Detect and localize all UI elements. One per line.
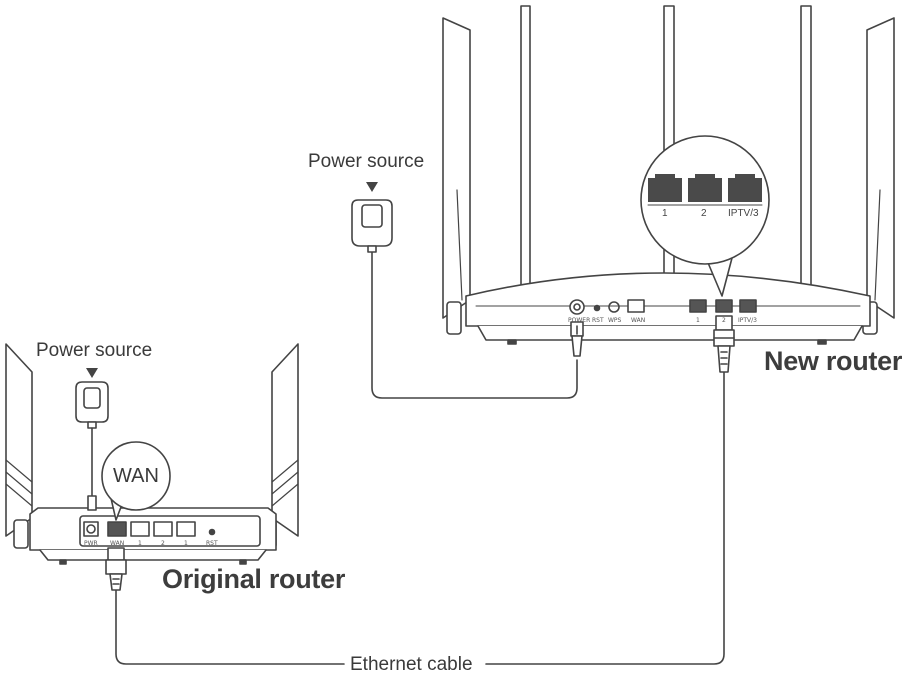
- svg-text:1: 1: [138, 540, 142, 547]
- new-router-panel-labels: POWER RST WPS WAN 1 2 IPTV/3: [568, 317, 757, 324]
- new-router-body: [465, 272, 871, 345]
- original-router-body: [29, 507, 277, 565]
- port-zoom-callout: [640, 135, 770, 297]
- wan-callout-label: WAN: [113, 465, 159, 487]
- svg-text:2: 2: [722, 317, 726, 324]
- wan-callout: [101, 441, 171, 521]
- svg-text:WAN: WAN: [110, 540, 124, 547]
- svg-text:2: 2: [701, 208, 707, 219]
- svg-text:WAN: WAN: [631, 317, 645, 324]
- svg-text:1: 1: [696, 317, 700, 324]
- svg-text:1: 1: [184, 540, 188, 547]
- zoom-port-1: [648, 178, 682, 202]
- svg-text:IPTV/3: IPTV/3: [728, 208, 759, 219]
- power-source-label-original: Power source: [36, 340, 153, 361]
- zoom-port-2: [688, 178, 722, 202]
- arrow-down-icon: [86, 368, 98, 378]
- original-router-ethernet-plug: [105, 547, 127, 591]
- zoom-port-iptv3: [728, 178, 762, 202]
- new-router-ethernet-plug: [713, 315, 735, 373]
- ethernet-cable-label: Ethernet cable: [350, 654, 473, 675]
- original-router-label: Original router: [162, 564, 346, 594]
- zoom-port-labels: 1 2 IPTV/3: [662, 208, 759, 219]
- original-router-panel-labels: PWR WAN 1 2 1 RST: [84, 540, 218, 547]
- new-router-label: New router: [764, 346, 903, 376]
- svg-text:RST: RST: [206, 540, 218, 547]
- svg-text:IPTV/3: IPTV/3: [738, 317, 757, 324]
- ethernet-cable-line: [115, 587, 345, 665]
- new-router-power-cable: [371, 247, 578, 399]
- svg-text:POWER: POWER: [568, 317, 590, 324]
- new-router-rear-panel: [569, 299, 757, 315]
- original-router-antennas: [5, 343, 299, 537]
- svg-text:2: 2: [161, 540, 165, 547]
- new-router-power-adapter: [351, 182, 393, 253]
- svg-text:1: 1: [662, 208, 668, 219]
- svg-text:WPS: WPS: [608, 317, 622, 324]
- arrow-down-icon: [366, 182, 378, 192]
- original-router-power-adapter: [75, 368, 109, 429]
- svg-text:RST: RST: [592, 317, 604, 324]
- power-source-label-new: Power source: [308, 151, 425, 172]
- original-router-rear-panel: [83, 521, 216, 537]
- new-router-power-plug: [570, 321, 584, 357]
- svg-text:PWR: PWR: [84, 540, 98, 547]
